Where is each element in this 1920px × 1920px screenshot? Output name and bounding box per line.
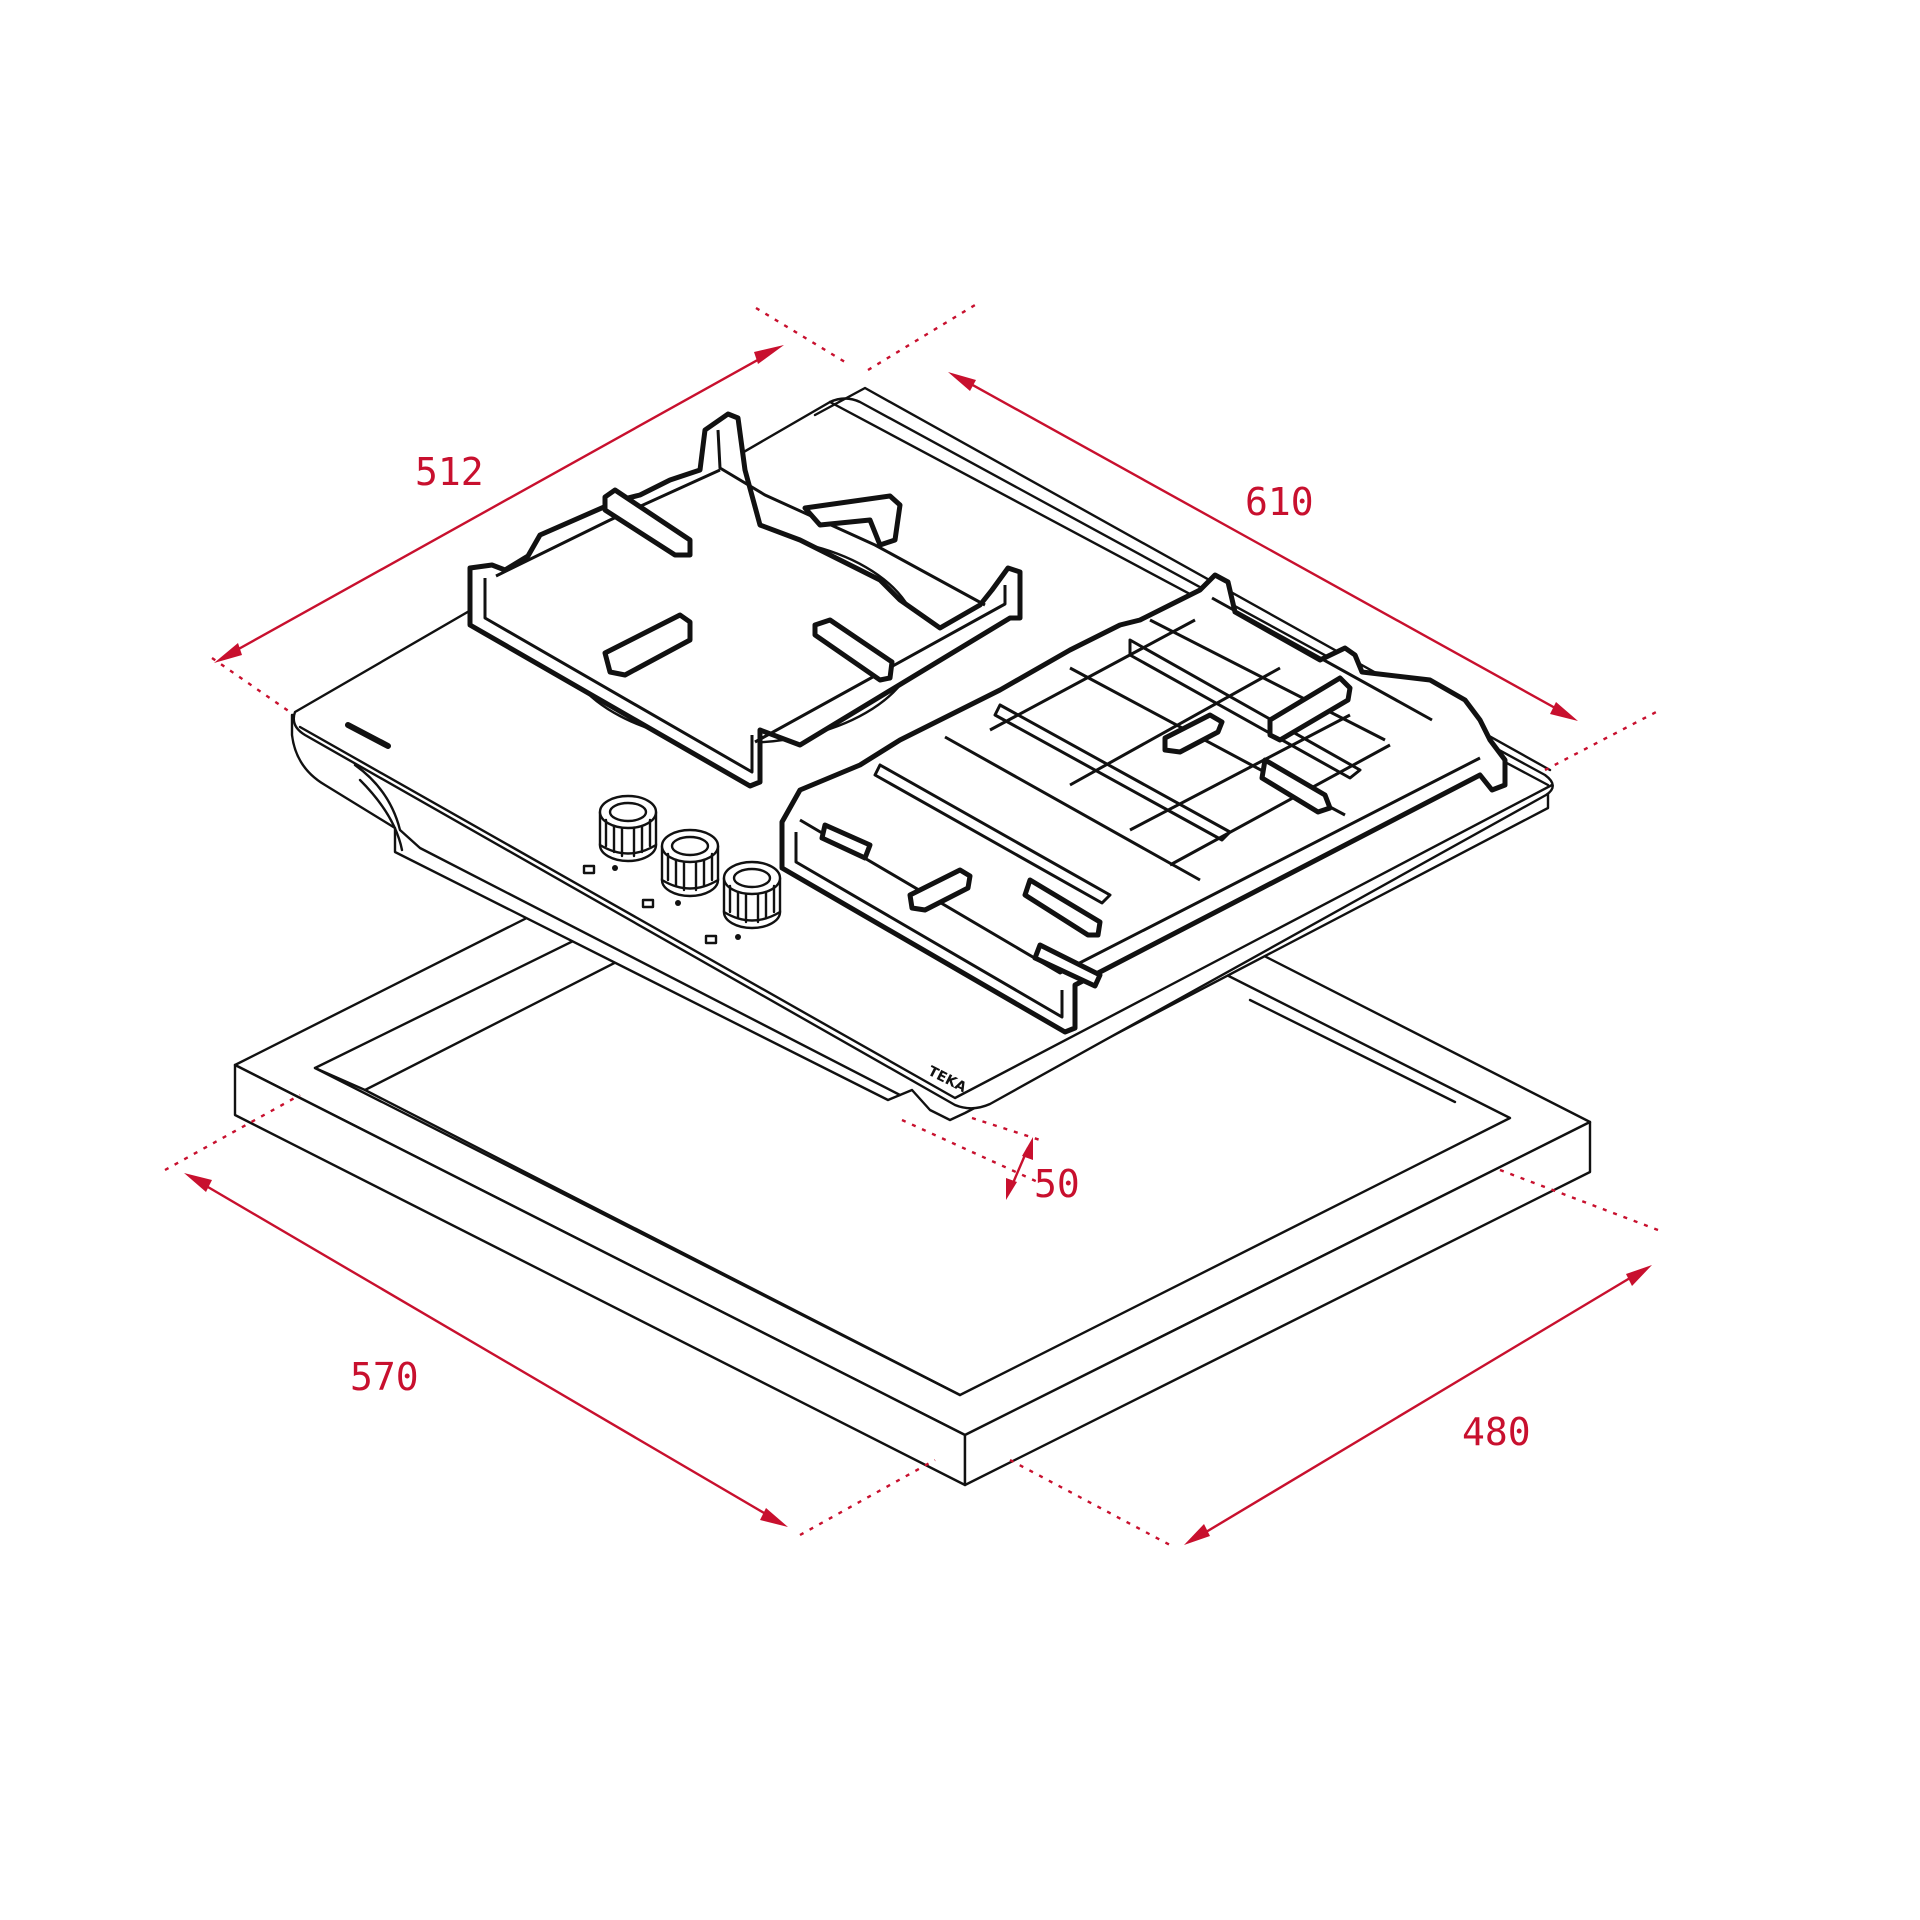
control-knobs — [345, 722, 782, 945]
knob-1 — [598, 794, 658, 863]
double-grate — [779, 572, 1508, 1035]
dim-570: 570 — [350, 1355, 419, 1399]
dim-line-610 — [959, 376, 1567, 716]
dim-480: 480 — [1462, 1410, 1531, 1454]
knob-2 — [660, 828, 720, 898]
dim-610: 610 — [1245, 480, 1314, 524]
dim-line-480 — [1195, 1270, 1641, 1540]
dim-line-570 — [195, 1178, 777, 1522]
knob-3 — [722, 860, 782, 930]
dimensions: 512 610 50 570 480 — [164, 303, 1661, 1547]
dim-50: 50 — [1034, 1162, 1080, 1206]
dim-line-512 — [225, 350, 773, 658]
wok-grate — [467, 411, 1023, 789]
dim-512: 512 — [415, 450, 484, 494]
